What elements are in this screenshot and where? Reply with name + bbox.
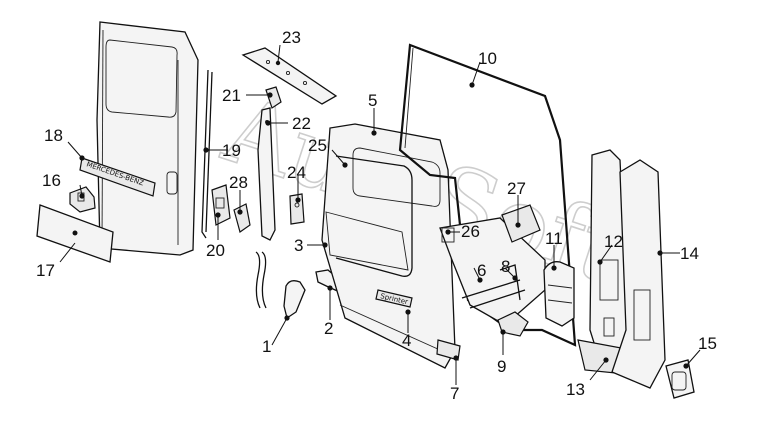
- part-27-lamp: [501, 204, 541, 243]
- part-9-lock: [497, 311, 529, 337]
- small-link: [255, 251, 267, 309]
- callout-2: 2: [324, 319, 333, 338]
- part-20-hinge: [211, 184, 231, 226]
- callout-labels: 1 2 3 4 5 6 7 8 9 10 11 12 13 14 15 16 1…: [36, 28, 717, 403]
- callout-24: 24: [287, 163, 306, 182]
- right-door-panel: [321, 123, 456, 369]
- callout-26: 26: [461, 222, 480, 241]
- part-19-rod: [201, 69, 213, 239]
- part-6-lever: [461, 279, 526, 309]
- callout-23: 23: [282, 28, 301, 47]
- callout-12: 12: [604, 232, 623, 251]
- callout-20: 20: [206, 241, 225, 260]
- callout-5: 5: [368, 91, 377, 110]
- callout-1: 1: [262, 337, 271, 356]
- callout-22: 22: [292, 114, 311, 133]
- callout-3: 3: [294, 236, 303, 255]
- callout-10: 10: [478, 49, 497, 68]
- part-21-bracket: [265, 86, 282, 109]
- callout-4: 4: [402, 331, 411, 350]
- part-15-cap: [665, 359, 695, 399]
- callout-11: 11: [545, 229, 563, 248]
- callout-28: 28: [229, 173, 248, 192]
- part-7-bracket: [436, 339, 461, 361]
- part-11-tail-light: [543, 261, 575, 327]
- leader-dots: [79, 82, 689, 369]
- part-1-elbow: [283, 280, 306, 320]
- part-17-plate: [36, 204, 114, 263]
- callout-6: 6: [477, 261, 486, 280]
- callout-8: 8: [501, 257, 510, 276]
- callout-25: 25: [308, 136, 327, 155]
- callout-17: 17: [36, 261, 55, 280]
- callout-15: 15: [698, 334, 717, 353]
- callout-27: 27: [507, 179, 526, 198]
- part-23-strip: [241, 47, 338, 105]
- part-22-bar: [257, 107, 276, 241]
- part-16-clip: [69, 186, 96, 213]
- callout-21: 21: [222, 86, 241, 105]
- leader-lines: [59, 44, 701, 385]
- callout-16: 16: [42, 171, 61, 190]
- callout-18: 18: [44, 126, 63, 145]
- callout-19: 19: [222, 141, 241, 160]
- part-28-hinge: [233, 203, 251, 233]
- callout-14: 14: [680, 244, 699, 263]
- callout-9: 9: [497, 357, 506, 376]
- part-25-seal: [335, 155, 413, 277]
- part-14-pillar: [611, 159, 666, 389]
- callout-7: 7: [450, 384, 459, 403]
- left-door-panel: [96, 21, 199, 256]
- callout-13: 13: [566, 380, 585, 399]
